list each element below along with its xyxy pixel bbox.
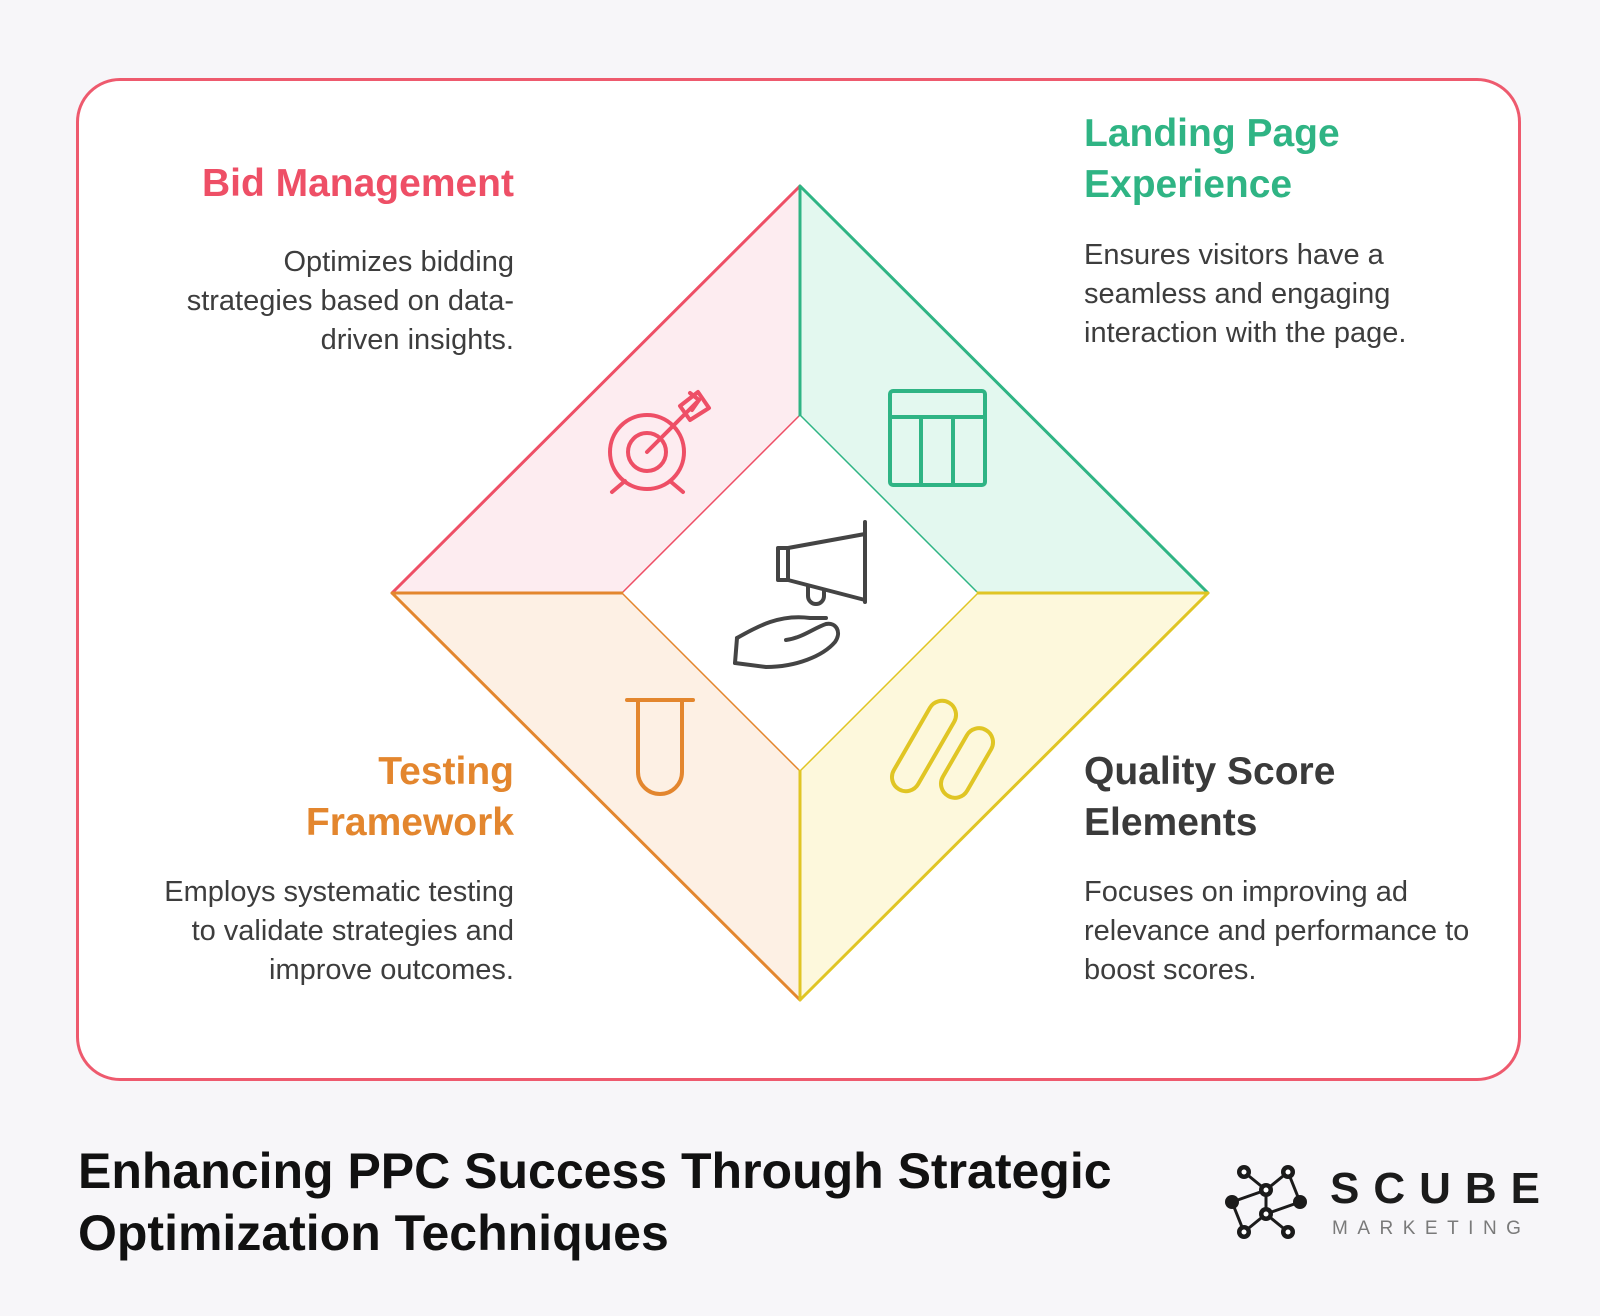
pills-icon [890,698,995,800]
layout-table-icon [888,389,987,487]
target-arrow-icon [608,390,711,494]
scube-logo: SCUBE MARKETING [1224,1160,1540,1250]
molecule-logo-icon [1225,1165,1307,1239]
center-diamond [623,416,977,770]
quality-score-description: Focuses on improving ad relevance and pe… [1084,876,1470,986]
landing-page-description: Ensures visitors have a seamless and eng… [1084,239,1407,349]
megaphone-hand-icon [733,520,867,669]
logo-name: SCUBE [1330,1164,1555,1213]
bid-management-description: Optimizes bidding strategies based on da… [186,246,514,356]
testing-framework-description: Employs systematic testing to validate s… [164,876,514,986]
test-tube-icon [625,698,695,796]
bid-management-title: Bid Management [201,162,514,205]
logo-subtitle: MARKETING [1332,1218,1531,1239]
